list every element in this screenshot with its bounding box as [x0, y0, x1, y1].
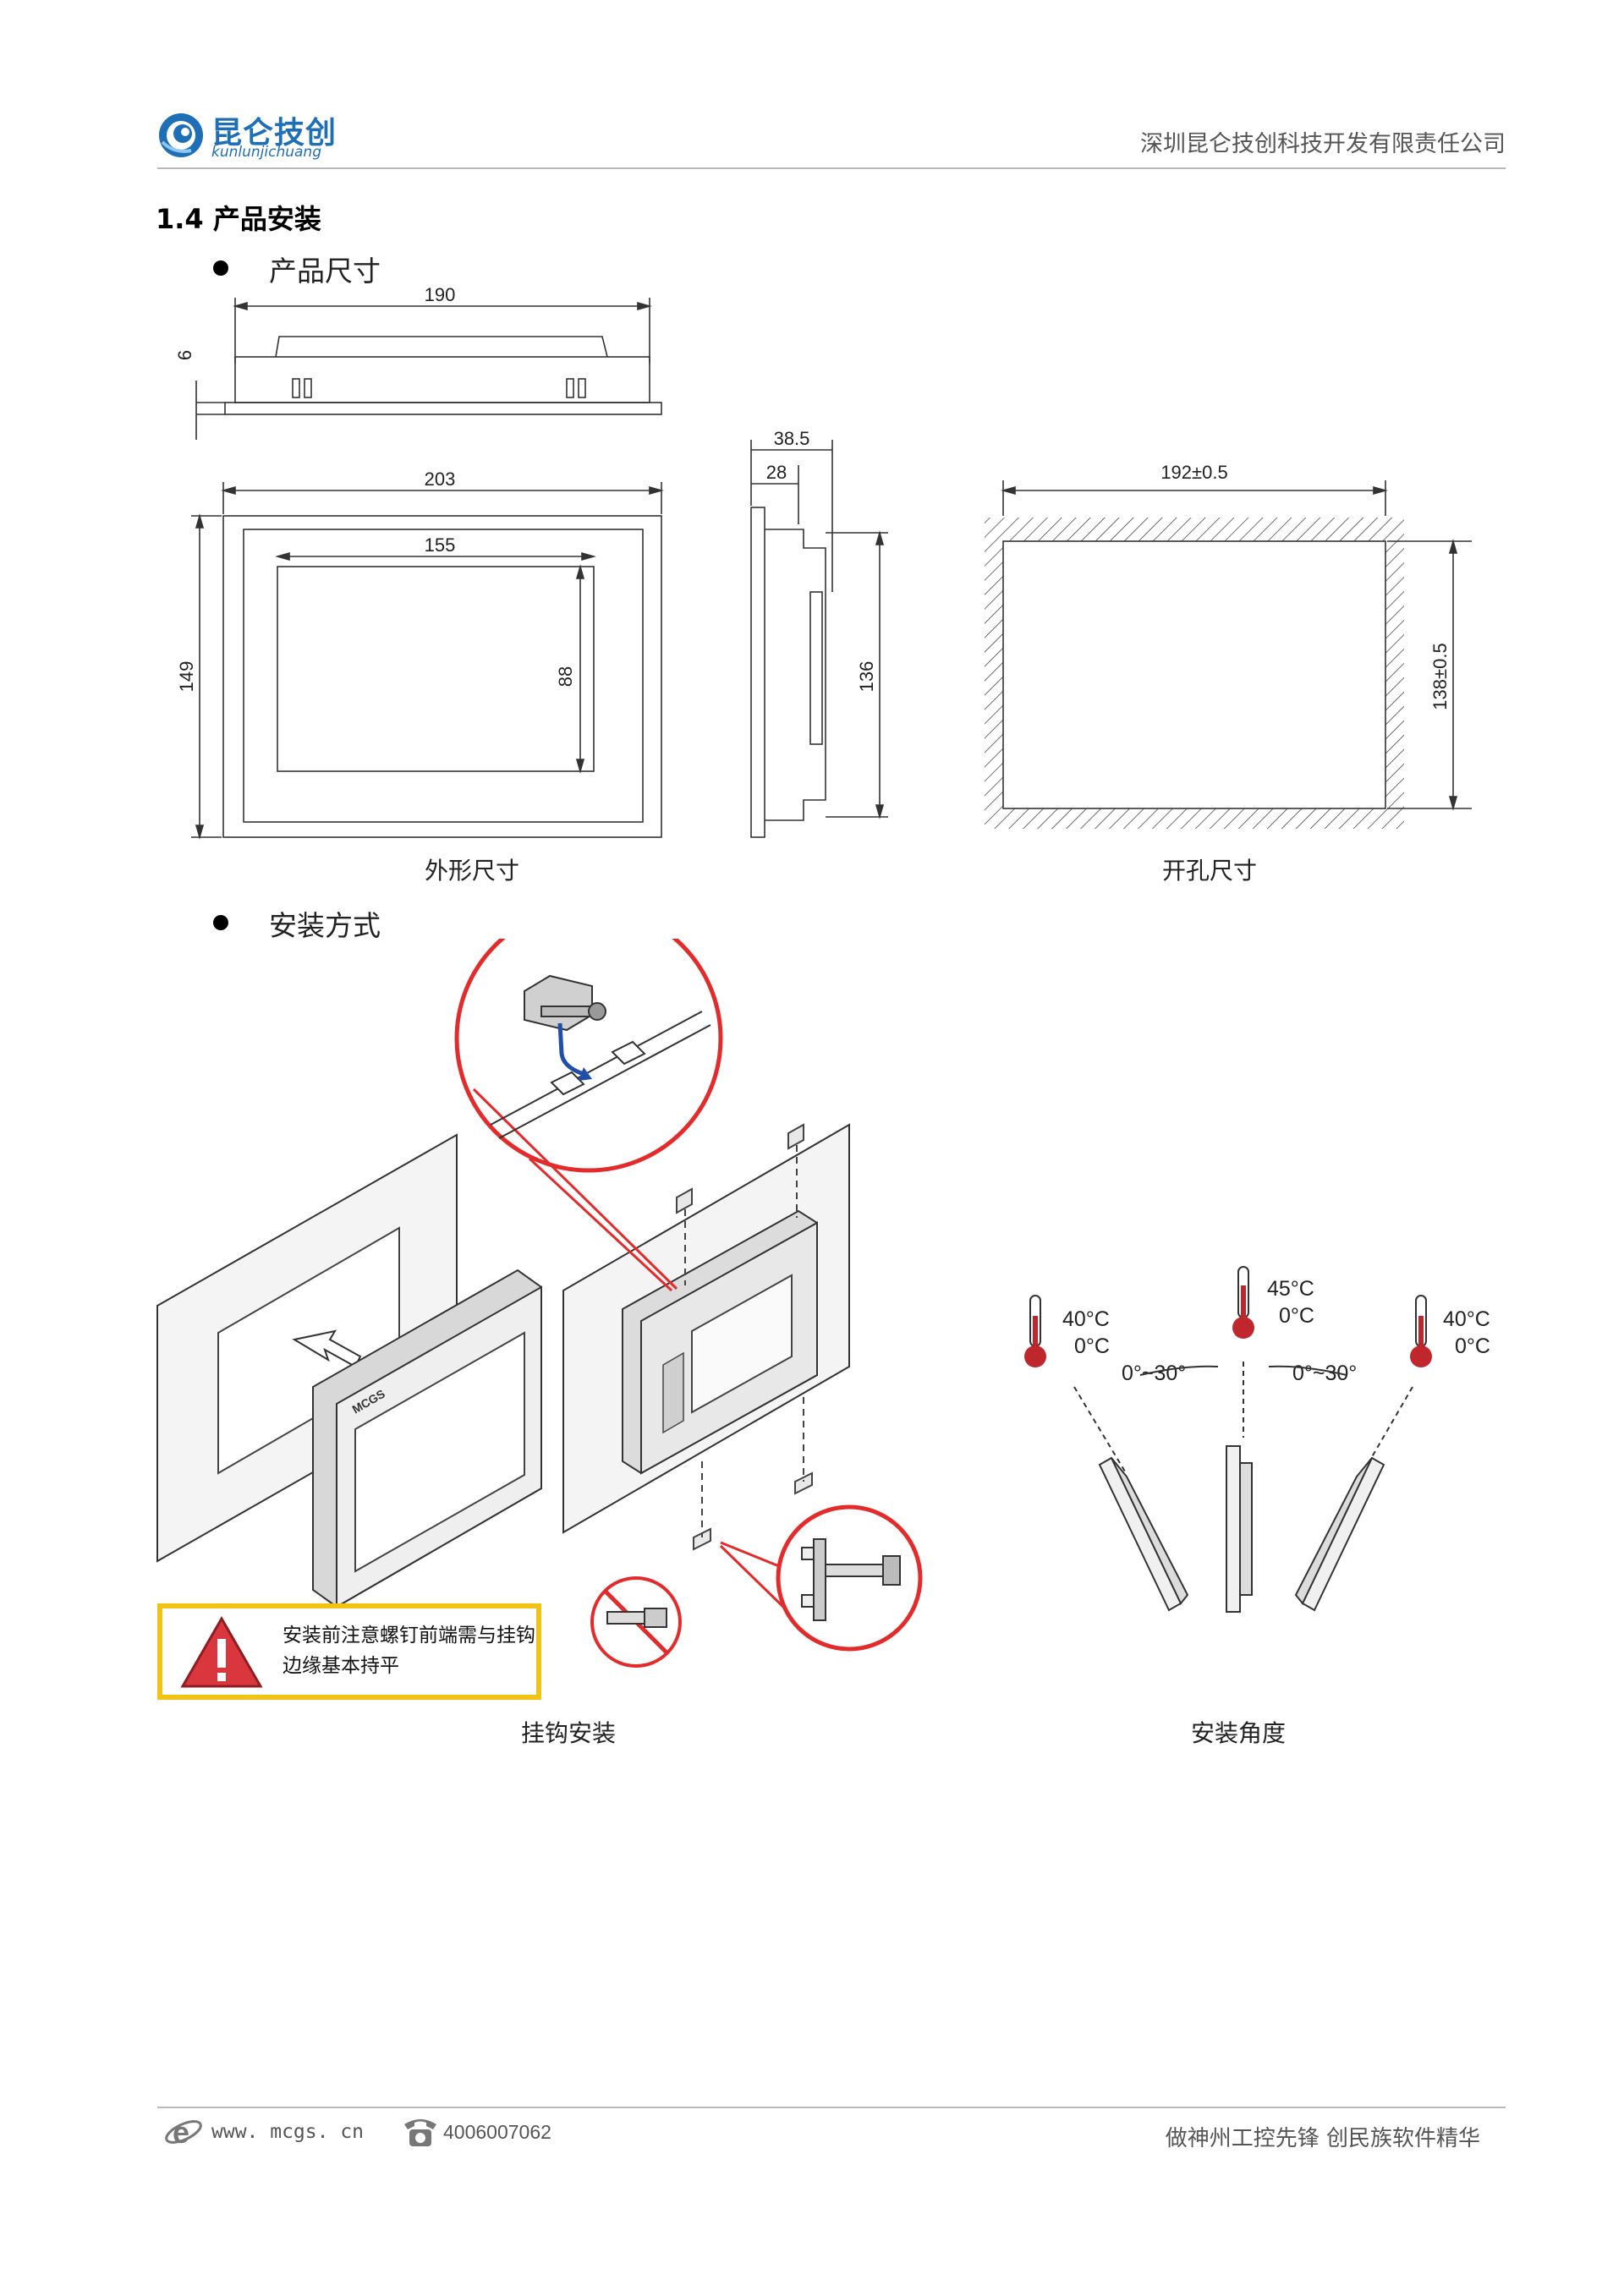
- side-view-drawing: [750, 440, 888, 838]
- dim-screen-width: 155: [425, 534, 456, 556]
- thermometer-right-icon: [1410, 1295, 1432, 1367]
- thermometer-left-icon: [1024, 1295, 1046, 1367]
- bottom-hook-icon: [693, 1527, 711, 1551]
- warning-triangle-icon: [180, 1615, 263, 1688]
- center-min-temp: 0°C: [1279, 1304, 1314, 1328]
- bullet-product-dimensions: 产品尺寸: [269, 255, 381, 288]
- logo-english-name: kunlunjichuang: [211, 144, 321, 161]
- dim-side-depth: 28: [766, 462, 787, 483]
- cutout-hatching: [985, 518, 1404, 829]
- dim-top-width: 190: [425, 284, 456, 305]
- top-view-drawing: [195, 298, 662, 440]
- right-min-temp: 0°C: [1455, 1334, 1490, 1358]
- footer-divider: [157, 2107, 1506, 2108]
- left-angle-range: 0°~30°: [1122, 1362, 1186, 1385]
- logo-swirl-icon: [159, 113, 203, 157]
- website-icon: e: [162, 2111, 205, 2153]
- caption-cutout-dimensions: 开孔尺寸: [1161, 857, 1258, 885]
- footer-website[interactable]: www. mcgs. cn: [211, 2121, 365, 2143]
- hook-mounting-illustration: MCGS: [156, 939, 923, 1668]
- hook-detail-callout-top: [454, 939, 723, 1292]
- device-tilted-left: [1098, 1456, 1182, 1612]
- bullet-dot: [213, 260, 228, 276]
- section-title: 1.4 产品安装: [156, 203, 321, 235]
- hmi-device-back: [622, 1209, 818, 1475]
- thermometer-center-icon: [1232, 1266, 1254, 1339]
- mounting-angle-diagram: 40°C 0°C 45°C 0°C 40°C 0°C 0°~30° 0°~30°: [1024, 1266, 1490, 1613]
- device-upright: [1226, 1445, 1241, 1613]
- dim-screen-height: 88: [555, 666, 576, 687]
- footer-phone: 4006007062: [443, 2121, 551, 2143]
- front-view-drawing: [191, 482, 664, 840]
- dim-front-width: 203: [425, 469, 456, 490]
- device-tilted-right: [1301, 1456, 1385, 1612]
- dimension-drawings: 190 6 203 155 149 88 38.5 28 136 192±0.5…: [174, 284, 1472, 840]
- caption-hook-mounting: 挂钩安装: [520, 1719, 617, 1747]
- center-max-temp: 45°C: [1267, 1277, 1314, 1301]
- left-min-temp: 0°C: [1074, 1334, 1110, 1358]
- top-hook-icon: [787, 1123, 804, 1150]
- logo-chinese-name: 昆仑技创: [211, 116, 337, 151]
- hmi-device-front: MCGS: [312, 1269, 542, 1608]
- dim-top-height: 6: [174, 350, 195, 360]
- company-logo: [157, 112, 205, 159]
- right-angle-range: 0°~30°: [1292, 1362, 1357, 1385]
- insert-direction-arrow-icon: [557, 1022, 584, 1077]
- right-max-temp: 40°C: [1443, 1307, 1490, 1331]
- svg-text:e: e: [173, 2115, 189, 2150]
- caption-outline-dimensions: 外形尺寸: [424, 857, 520, 885]
- dim-cutout-height: 138±0.5: [1429, 643, 1451, 710]
- dim-side-height: 136: [856, 661, 877, 693]
- installation-warning-box: 安装前注意螺钉前端需与挂钩边缘基本持平: [157, 1603, 541, 1700]
- footer-slogan: 做神州工控先锋 创民族软件精华: [1165, 2126, 1480, 2151]
- bottom-hook-icon: [794, 1471, 813, 1495]
- left-max-temp: 40°C: [1062, 1307, 1110, 1331]
- top-hook-icon: [676, 1187, 693, 1214]
- company-name: 深圳昆仑技创科技开发有限责任公司: [1140, 131, 1506, 157]
- dim-side-depth-total: 38.5: [774, 428, 810, 449]
- caption-mounting-angle: 安装角度: [1190, 1719, 1287, 1747]
- bullet-mounting-method: 安装方式: [269, 909, 381, 942]
- phone-icon: [401, 2112, 440, 2150]
- header-divider: [157, 167, 1506, 169]
- dim-front-height: 149: [176, 661, 197, 693]
- bullet-dot: [213, 915, 228, 930]
- warning-text: 安装前注意螺钉前端需与挂钩边缘基本持平: [283, 1625, 535, 1677]
- hook-detail-callout-bottom: [719, 1504, 923, 1652]
- wrong-screw-prohibited-icon: [590, 1576, 682, 1668]
- dim-cutout-width: 192±0.5: [1160, 462, 1227, 483]
